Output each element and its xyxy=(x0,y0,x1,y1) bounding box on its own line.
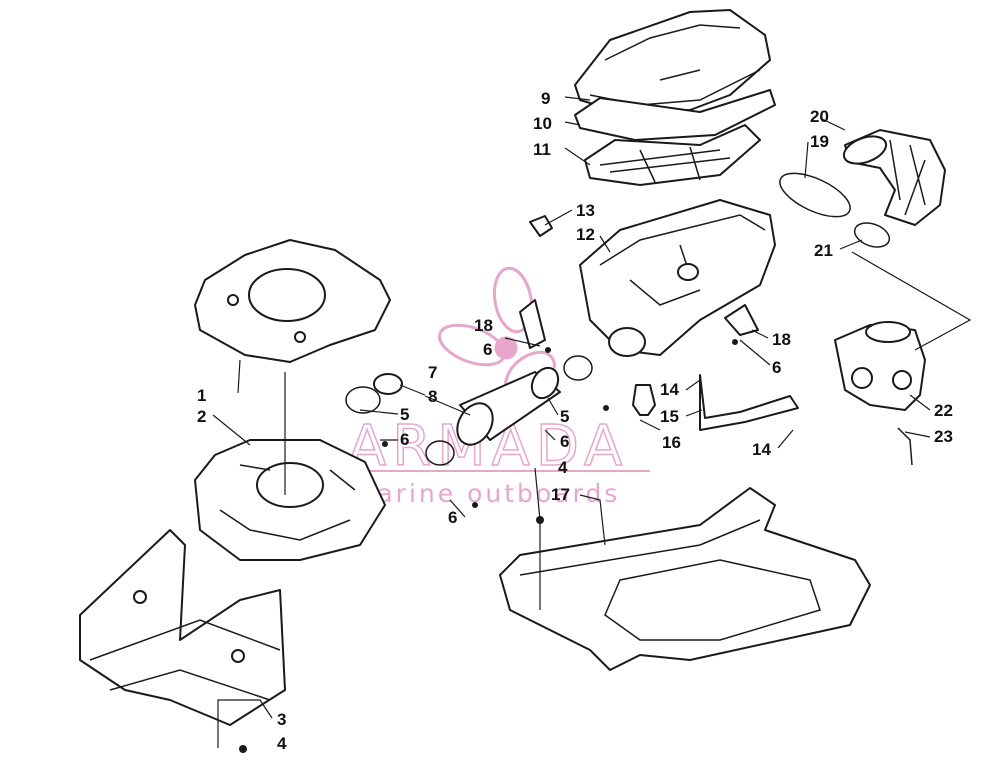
mount-bracket-left xyxy=(519,299,546,349)
airbox-clip xyxy=(529,215,553,237)
callout-6-left: 6 xyxy=(483,340,492,359)
hose-clamp-lower xyxy=(425,440,455,466)
floor-panel xyxy=(499,487,871,671)
boot-clamp xyxy=(779,172,851,218)
carburetor xyxy=(834,321,926,411)
callout-16: 16 xyxy=(662,433,681,452)
drain-tube xyxy=(699,374,799,431)
callout-21: 21 xyxy=(814,241,833,260)
callout-4-upper: 4 xyxy=(558,458,568,477)
callout-18-left: 18 xyxy=(474,316,493,335)
carb-drain-hose xyxy=(897,427,913,466)
watermark-tagline: marine outboards xyxy=(350,479,620,508)
callout-numbers: 9 10 11 13 12 20 19 21 22 23 18 6 18 6 7… xyxy=(197,89,953,753)
airbox-gasket xyxy=(574,89,776,141)
callout-3: 3 xyxy=(277,710,286,729)
callout-20: 20 xyxy=(810,107,829,126)
callout-6-mid: 6 xyxy=(400,430,409,449)
drain-valve xyxy=(632,384,656,416)
carb-clamp xyxy=(853,222,891,248)
hose-clamp-upper xyxy=(345,386,381,414)
filter-frame xyxy=(584,124,761,186)
callout-10: 10 xyxy=(533,114,552,133)
watermark-divider xyxy=(350,470,650,472)
airbox-lid xyxy=(574,9,771,113)
callout-7: 7 xyxy=(428,363,437,382)
callout-12: 12 xyxy=(576,225,595,244)
callout-6-right: 6 xyxy=(772,358,781,377)
callout-5-right: 5 xyxy=(560,407,569,426)
callout-5-left: 5 xyxy=(400,405,409,424)
callout-6-lower: 6 xyxy=(448,508,457,527)
mount-bracket-right xyxy=(724,304,759,336)
intake-cover xyxy=(194,239,391,363)
hose-clamp-airbox xyxy=(563,355,593,381)
callout-19: 19 xyxy=(810,132,829,151)
callout-8: 8 xyxy=(428,387,437,406)
heat-shield xyxy=(79,529,286,726)
callout-6-right-mid: 6 xyxy=(560,432,569,451)
intake-boot xyxy=(842,129,946,226)
callout-22: 22 xyxy=(934,401,953,420)
tube-coupler xyxy=(373,373,403,395)
callout-15: 15 xyxy=(660,407,679,426)
callout-23: 23 xyxy=(934,427,953,446)
callout-9: 9 xyxy=(541,89,550,108)
callout-13: 13 xyxy=(576,201,595,220)
armada-logo-icon xyxy=(438,266,556,400)
callout-17: 17 xyxy=(551,485,570,504)
callout-1: 1 xyxy=(197,386,206,405)
callout-4-lower: 4 xyxy=(277,734,287,753)
callout-18-right: 18 xyxy=(772,330,791,349)
airbox-body xyxy=(579,199,776,357)
callout-2: 2 xyxy=(197,407,206,426)
intake-base xyxy=(194,439,386,561)
callout-11: 11 xyxy=(533,140,551,159)
callout-14-lower: 14 xyxy=(752,440,771,459)
fasteners xyxy=(239,339,738,753)
callout-14-upper: 14 xyxy=(660,380,679,399)
intake-tube xyxy=(456,366,561,446)
